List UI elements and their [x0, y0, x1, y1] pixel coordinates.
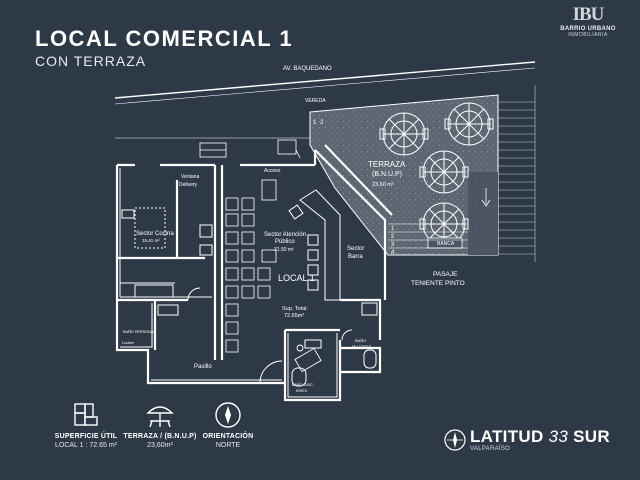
- stairs: [497, 85, 536, 262]
- bar-label-2: Barra: [348, 254, 363, 260]
- kitchen-label: Sector Cocina: [136, 231, 174, 237]
- legend-orientation: ORIENTACIÓN NORTE: [173, 400, 283, 449]
- walls: [115, 144, 393, 402]
- legend-label: TERRAZA / (B.N.U.P): [123, 433, 197, 440]
- access-label: Acceso: [264, 168, 281, 174]
- legend-surface: SUPERFICIE ÚTIL LOCAL 1 : 72.65 m²: [31, 400, 141, 449]
- attention-label: Sector Atención: [264, 232, 306, 238]
- legend-value: LOCAL 1 : 72.65 m²: [55, 442, 117, 449]
- terrace-area-value: 23.60 m²: [372, 182, 394, 188]
- compass-icon: [173, 400, 283, 430]
- bar-counter: [288, 189, 341, 301]
- terrace-steps: [388, 223, 468, 256]
- compass-logo-icon: [444, 429, 466, 451]
- hall-label: Pasillo: [194, 364, 212, 370]
- bench-label: BANCA: [437, 241, 455, 247]
- floor-plan-icon: [31, 400, 141, 430]
- disabled-bath-label-2: INSEX: [296, 389, 308, 393]
- sidewalk-label: VEREDA: [305, 98, 326, 104]
- attention-area: 31.50 m²: [274, 247, 294, 253]
- brand-tagline: INMOBILIARIA: [568, 32, 608, 38]
- street-lines: [114, 61, 536, 139]
- wheelchair-symbol: [294, 344, 322, 373]
- bar-label: Sector: [347, 246, 364, 252]
- project-name-prefix: LATITUD: [470, 427, 544, 446]
- terrace-title: TERRAZA: [368, 160, 406, 169]
- passage-name: TENIENTE PINTO: [411, 280, 465, 287]
- passage-label: PASAJE: [433, 271, 458, 278]
- legend-label: ORIENTACIÓN: [202, 433, 254, 440]
- locker-label: Locker: [122, 340, 135, 345]
- project-city: VALPARAÍSO: [470, 446, 511, 452]
- step-number: 4: [391, 250, 395, 256]
- brand-logo: IBU BARRIO URBANO INMOBILIARIA: [548, 4, 628, 38]
- entrance-furniture: [199, 139, 301, 159]
- table-umbrella-icon: [105, 400, 215, 430]
- project-name-number: 33: [548, 427, 569, 446]
- attention-label-2: Público: [275, 239, 295, 245]
- disabled-bath-label: BAÑO DISC.: [292, 382, 314, 387]
- legend-value: 23,60m²: [147, 442, 173, 449]
- terrace-table: [444, 102, 494, 146]
- inner-walls: [119, 168, 378, 398]
- legend-terrace: TERRAZA / (B.N.U.P) 23,60m²: [105, 400, 215, 449]
- page-title: LOCAL COMERCIAL 1: [35, 26, 294, 51]
- corner-number: 2: [320, 120, 324, 126]
- step-number: 2: [391, 234, 395, 240]
- project-logo: LATITUD 33 SUR VALPARAÍSO: [444, 428, 610, 452]
- legend-label: SUPERFICIE ÚTIL: [54, 433, 118, 440]
- step-number: 3: [391, 242, 395, 248]
- women-bath-label: BAÑO: [355, 338, 366, 343]
- window-label: Ventana: [181, 174, 200, 180]
- brand-name: BARRIO URBANO: [560, 26, 616, 32]
- kitchen-area: 15.41 m²: [142, 238, 160, 243]
- women-bath-label-2: MUJERES: [352, 344, 371, 349]
- page-subtitle: CON TERRAZA: [35, 53, 147, 69]
- terrace-code: (B.N.U.P): [372, 171, 402, 178]
- total-area: 72.65m²: [284, 313, 304, 319]
- staff-bath-label: BAÑO PERSONAL: [123, 329, 156, 334]
- total-label: Sup. Total:: [282, 306, 308, 312]
- street-label: AV. BAQUEDANO: [283, 66, 332, 72]
- legend-value: NORTE: [215, 442, 241, 449]
- step-number: 1: [391, 226, 395, 232]
- corner-number: 1: [313, 120, 317, 126]
- terrace-table: [419, 150, 469, 194]
- terrace-table: [379, 112, 429, 156]
- project-name: LATITUD 33 SUR: [470, 428, 610, 446]
- interior-seating: [225, 179, 277, 353]
- brand-mark: IBU: [572, 4, 605, 25]
- window-label-2: Delivery: [179, 182, 198, 188]
- local-label: LOCAL 1: [278, 273, 315, 283]
- project-name-suffix: SUR: [573, 427, 610, 446]
